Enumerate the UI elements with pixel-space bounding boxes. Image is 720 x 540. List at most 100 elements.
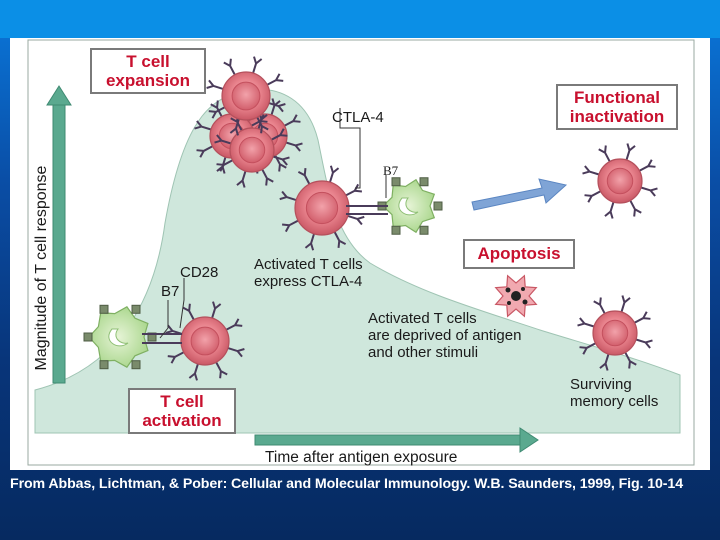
t-cell-ctla4-receptor bbox=[347, 215, 365, 226]
memory-line2: memory cells bbox=[570, 393, 659, 410]
top-bar bbox=[0, 0, 720, 38]
y-axis-label: Magnitude of T cell response bbox=[33, 165, 50, 371]
deprived-line1: Activated T cells bbox=[368, 310, 477, 327]
apc-bottom-mhc bbox=[99, 360, 109, 370]
apc-top-mhc bbox=[391, 225, 401, 235]
inactivation-arrow bbox=[471, 178, 568, 211]
t-cell-expansion-2-receptor bbox=[196, 145, 214, 158]
t-cell-memory bbox=[577, 295, 653, 371]
t-cell-expansion-3-receptor bbox=[216, 159, 234, 172]
diagram-figure: T cell expansion T cell activation Funct… bbox=[10, 38, 710, 470]
b7-label-top: B7 bbox=[383, 163, 399, 178]
t-cell-ctla4-nucleus bbox=[305, 191, 339, 225]
b7-label-bottom: B7 bbox=[161, 283, 180, 300]
x-axis-label: Time after antigen exposure bbox=[265, 449, 458, 466]
stage-label-apoptosis: Apoptosis bbox=[463, 239, 575, 269]
t-cell-inactivated-receptor bbox=[598, 145, 611, 163]
t-cell-expansion-top-receptor bbox=[256, 116, 269, 134]
t-cell-expansion-3-receptor bbox=[270, 128, 288, 141]
t-cell-activation-receptor bbox=[167, 351, 185, 364]
apc-top-mhc bbox=[419, 225, 429, 235]
apoptotic-cell-fragment bbox=[521, 287, 525, 291]
t-cell-activation-receptor bbox=[227, 347, 245, 358]
b7-pointer-bottom bbox=[159, 300, 169, 339]
figure-caption: From Abbas, Lichtman, & Pober: Cellular … bbox=[10, 476, 684, 492]
apoptotic-cell-fragment bbox=[507, 301, 511, 305]
t-cell-memory-receptor bbox=[577, 317, 595, 328]
apc-top-mhc bbox=[419, 177, 429, 187]
t-cell-ctla4 bbox=[279, 165, 365, 251]
t-cell-activation-receptor bbox=[188, 363, 199, 381]
t-cell-expansion-1-receptor bbox=[283, 114, 301, 127]
t-cell-inactivated-receptor bbox=[584, 190, 602, 203]
t-cell-expansion-3-receptor bbox=[214, 134, 232, 145]
t-cell-ctla4-receptor bbox=[281, 219, 299, 233]
apc-top-body bbox=[382, 178, 436, 234]
deprived-line2: are deprived of antigen bbox=[368, 327, 522, 344]
t-cell-expansion-top-receptor bbox=[208, 106, 226, 119]
t-cell-expansion-3-receptor bbox=[261, 168, 274, 186]
apoptotic-cell-fragment bbox=[505, 287, 511, 293]
apoptotic-cell-fragment bbox=[511, 291, 521, 301]
t-cell-expansion-top-receptor bbox=[268, 102, 286, 113]
t-cell-inactivated-receptor bbox=[638, 159, 656, 172]
t-cell-memory-nucleus bbox=[601, 319, 629, 347]
stage-apoptosis-text: Apoptosis bbox=[477, 244, 561, 263]
apoptotic-cell bbox=[494, 274, 538, 318]
t-cell-expansion-2-receptor bbox=[194, 120, 212, 131]
t-cell-memory-receptor bbox=[635, 338, 653, 349]
t-cell-memory-receptor bbox=[579, 342, 597, 355]
t-cell-ctla4-receptor bbox=[345, 183, 363, 197]
x-axis-arrow bbox=[254, 427, 539, 453]
t-cell-ctla4-receptor bbox=[297, 167, 311, 185]
apc-bottom-nucleus bbox=[108, 328, 129, 347]
stage-label-expansion: T cell expansion bbox=[90, 48, 206, 94]
t-cell-expansion-top-receptor bbox=[223, 58, 236, 76]
t-cell-expansion-2-receptor bbox=[210, 100, 223, 118]
t-cell-activation bbox=[165, 301, 245, 381]
t-cell-memory-receptor bbox=[599, 353, 610, 371]
t-cell-expansion-1-receptor bbox=[285, 141, 303, 152]
t-cell-activation-receptor bbox=[211, 301, 222, 319]
t-cell-ctla4-receptor bbox=[329, 165, 340, 183]
y-axis-arrow bbox=[46, 85, 72, 384]
figure-frame bbox=[27, 39, 695, 466]
ctla4-label: CTLA-4 bbox=[332, 109, 384, 126]
cd28-pointer bbox=[179, 278, 185, 329]
apc-bottom-mhc bbox=[131, 360, 141, 370]
t-cell-expansion-top-receptor bbox=[229, 118, 240, 136]
ctla4-pointer bbox=[339, 108, 361, 189]
apc-top-mhc bbox=[391, 177, 401, 187]
memory-line1: Surviving bbox=[570, 376, 632, 393]
t-cell-activation-nucleus bbox=[190, 326, 220, 356]
t-cell-memory-receptor bbox=[624, 351, 637, 369]
diagram-graphics bbox=[27, 39, 695, 466]
cd28-label: CD28 bbox=[180, 264, 219, 281]
apc-top bbox=[377, 177, 443, 235]
t-cell-expansion-top-receptor bbox=[206, 79, 224, 90]
activated-ctla4-line2: express CTLA-4 bbox=[254, 273, 363, 290]
apc-bottom-mhc bbox=[99, 304, 109, 314]
t-cell-expansion-top-nucleus bbox=[231, 81, 261, 111]
t-cell-expansion-3 bbox=[214, 112, 290, 188]
t-cell-inactivated-receptor bbox=[629, 199, 642, 217]
t-cell-activation-receptor bbox=[225, 318, 243, 331]
t-cell-inactivated-nucleus bbox=[606, 167, 634, 195]
apc-top-mhc bbox=[433, 201, 443, 211]
stage-inactivation-text: Functional inactivation bbox=[569, 88, 665, 126]
t-cell-inactivated-receptor bbox=[625, 143, 636, 161]
apc-bottom bbox=[83, 304, 157, 370]
stage-label-inactivation: Functional inactivation bbox=[556, 84, 678, 130]
t-cell-activation-receptor bbox=[182, 303, 195, 321]
t-cell-inactivated-receptor bbox=[640, 186, 658, 197]
stage-label-activation: T cell activation bbox=[128, 388, 236, 434]
t-cell-expansion-top bbox=[206, 56, 286, 136]
t-cell-ctla4-receptor bbox=[304, 233, 315, 251]
t-cell-inactivated bbox=[582, 143, 658, 219]
stage-expansion-text: T cell expansion bbox=[105, 52, 191, 90]
activated-ctla4-line1: Activated T cells bbox=[254, 256, 363, 273]
stage-activation-text: T cell activation bbox=[142, 392, 222, 430]
t-cell-memory-receptor bbox=[593, 297, 606, 315]
apc-bottom-mhc bbox=[131, 304, 141, 314]
t-cell-ctla4-receptor bbox=[333, 231, 347, 249]
